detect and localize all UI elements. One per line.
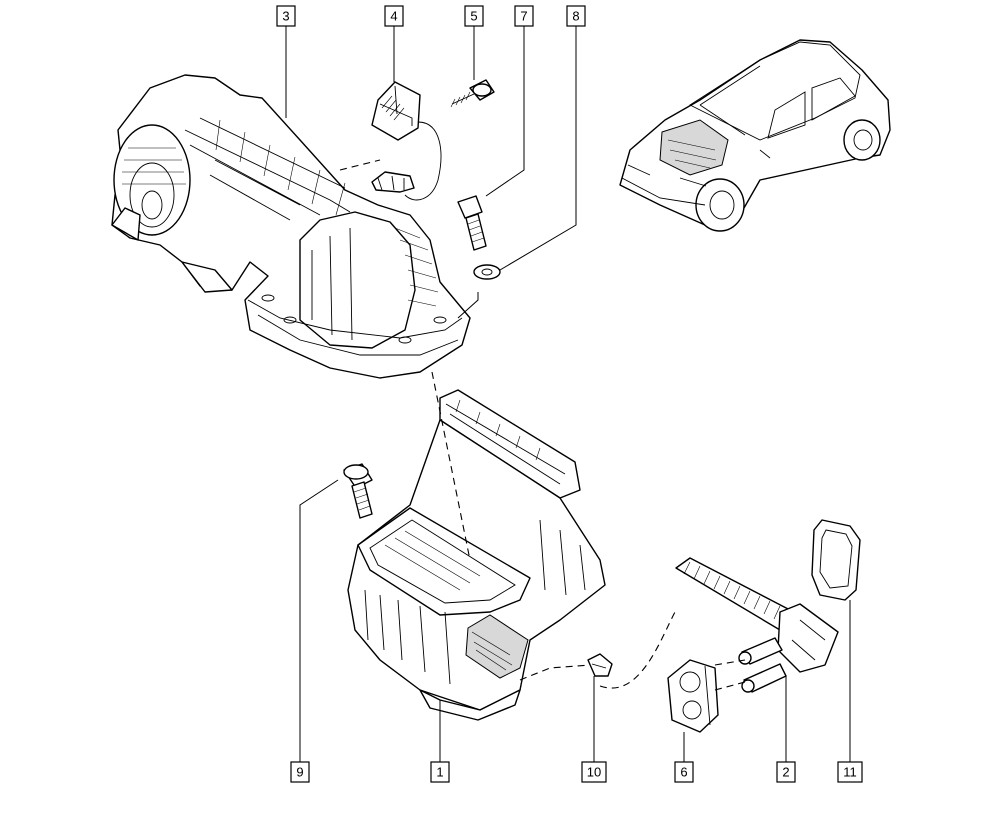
callout-3-label: 3 <box>282 9 289 24</box>
part-9-bolt <box>343 463 373 519</box>
part-8-washer <box>473 264 501 280</box>
callout-2: 2 <box>776 761 796 783</box>
part-3-blower-housing <box>111 74 471 379</box>
callout-3: 3 <box>276 5 296 27</box>
callout-7: 7 <box>514 5 534 27</box>
part-4-blower-resistor <box>371 81 442 201</box>
callout-9-label: 9 <box>296 765 303 780</box>
assembly-lines <box>339 159 746 691</box>
callout-8: 8 <box>566 5 586 27</box>
callout-2-label: 2 <box>782 765 789 780</box>
callout-6-label: 6 <box>680 765 687 780</box>
part-10-clip <box>587 653 613 677</box>
callout-11: 11 <box>837 761 863 783</box>
callout-5: 5 <box>464 5 484 27</box>
callout-10-label: 10 <box>587 765 601 780</box>
part-11-gasket <box>811 519 861 601</box>
part-5-screw <box>450 79 495 108</box>
callout-6: 6 <box>674 761 694 783</box>
callout-8-label: 8 <box>572 9 579 24</box>
callout-4-label: 4 <box>390 9 397 24</box>
callout-7-label: 7 <box>520 9 527 24</box>
callout-1: 1 <box>430 761 450 783</box>
part-7-bolt <box>457 195 487 251</box>
vehicle-location-view <box>619 39 891 232</box>
callout-10: 10 <box>581 761 607 783</box>
callout-9: 9 <box>290 761 310 783</box>
part-2-heater-matrix <box>675 557 839 693</box>
callout-1-label: 1 <box>436 765 443 780</box>
part-6-seal <box>667 659 719 733</box>
callout-5-label: 5 <box>470 9 477 24</box>
leader-lines <box>285 26 851 762</box>
part-1-heater-unit <box>347 389 606 721</box>
callout-11-label: 11 <box>843 765 857 780</box>
callout-4: 4 <box>384 5 404 27</box>
